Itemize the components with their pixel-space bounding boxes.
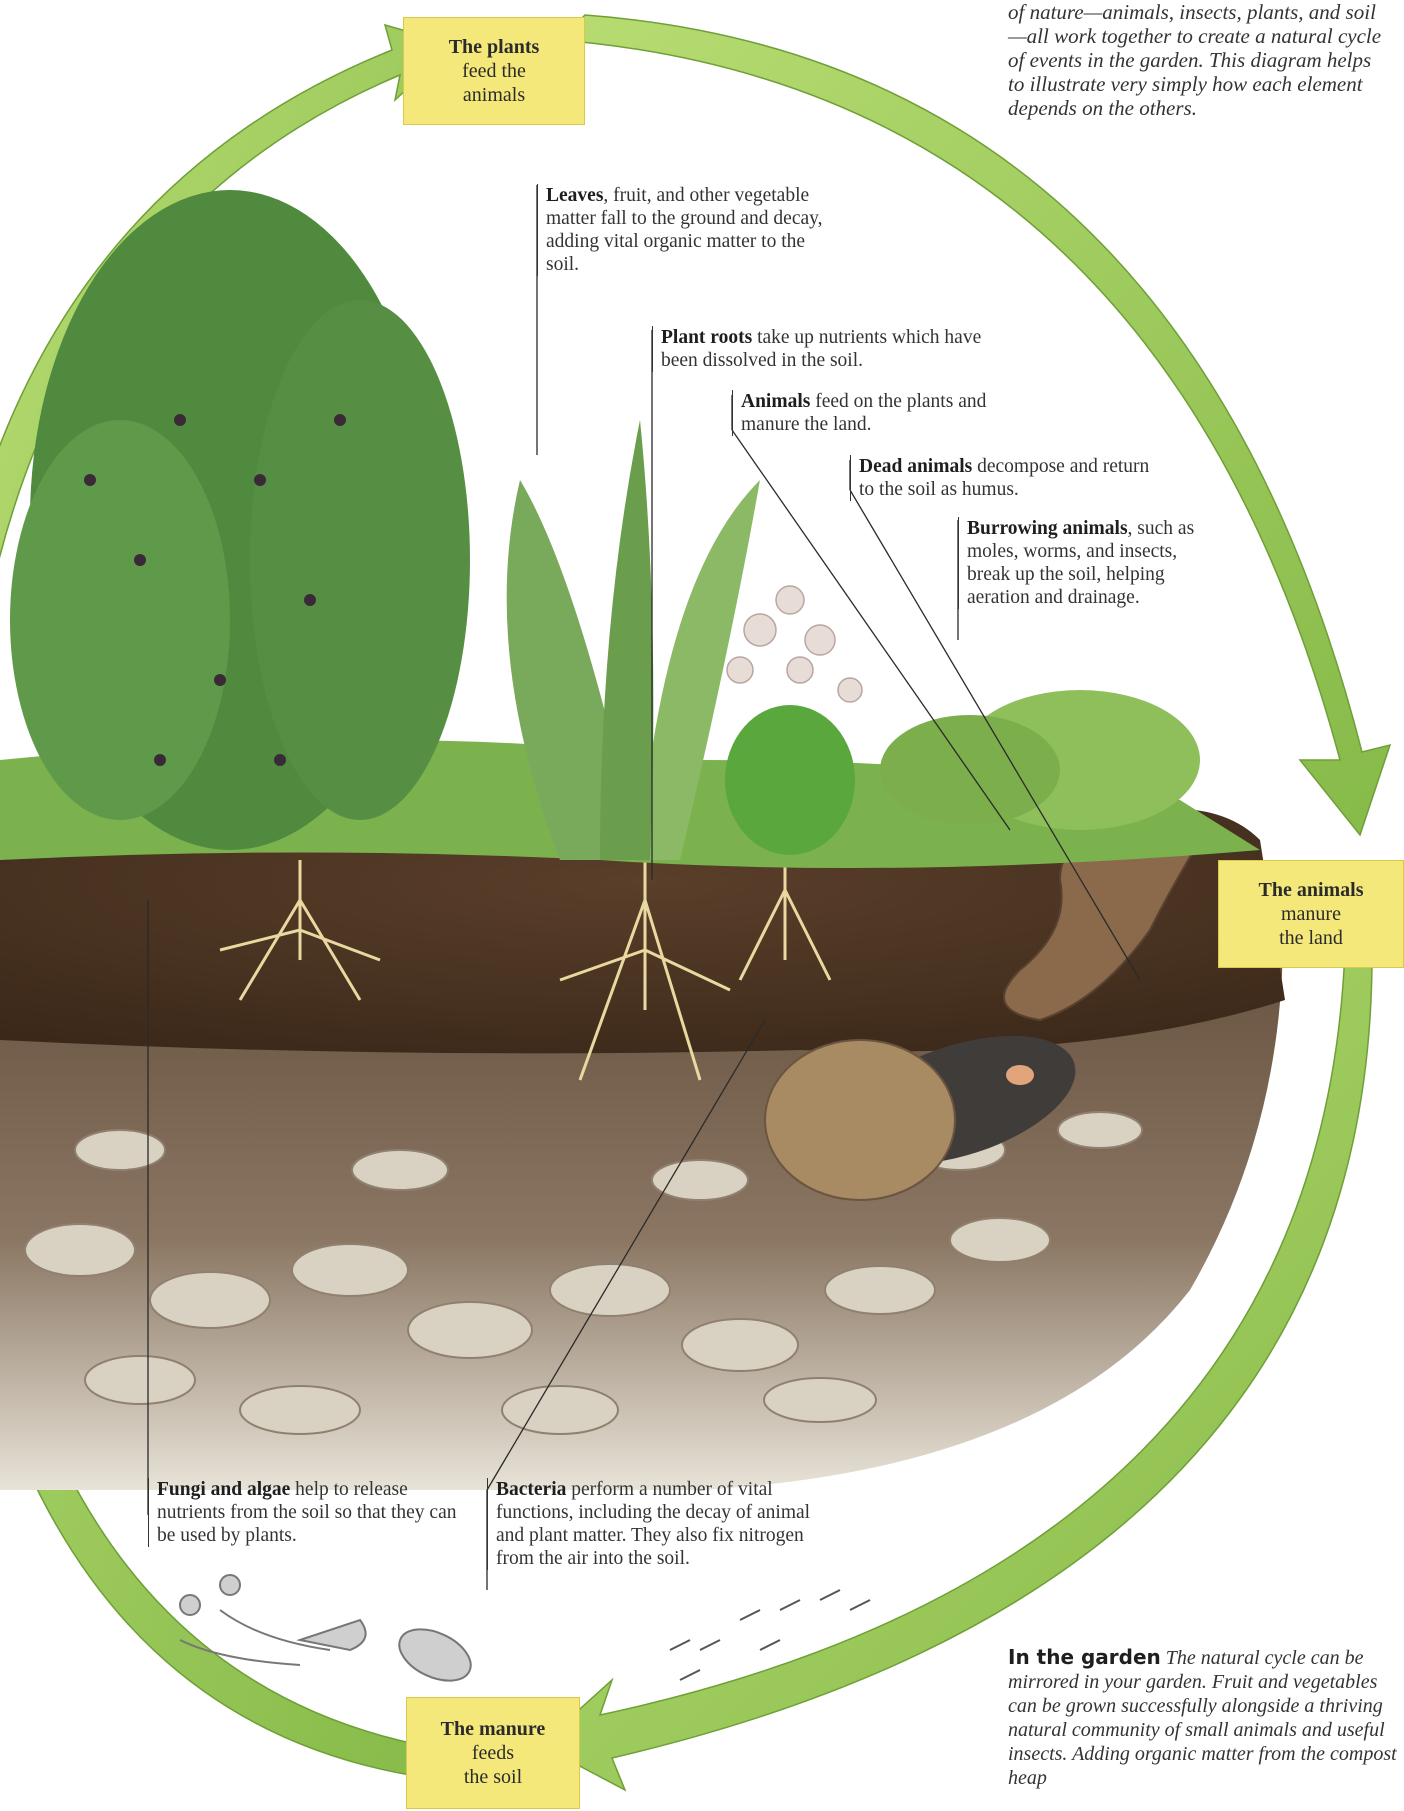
- annotation-animals: Animals feed on the plants and manure th…: [732, 390, 1022, 436]
- annotation-burrowing-lead: Burrowing animals: [967, 518, 1128, 539]
- cycle-box-animals-line2: the land: [1219, 926, 1403, 950]
- annotation-bacteria-lead: Bacteria: [496, 1479, 566, 1500]
- annotation-roots-lead: Plant roots: [661, 327, 752, 348]
- annotation-leaves-lead: Leaves: [546, 185, 603, 206]
- cycle-box-manure-line2: the soil: [407, 1765, 579, 1789]
- annotation-dead-animals: Dead animals decompose and return to the…: [850, 455, 1160, 501]
- clover-flowers: [727, 586, 862, 702]
- annotation-animals-lead: Animals: [741, 391, 810, 412]
- annotation-fungi-algae: Fungi and algae help to release nutrient…: [148, 1478, 468, 1547]
- cycle-box-manure-line1: feeds: [407, 1741, 579, 1765]
- cycle-box-animals-line1: manure: [1219, 902, 1403, 926]
- annotation-bacteria: Bacteria perform a number of vital funct…: [487, 1478, 827, 1570]
- cycle-box-manure-title: The manure: [407, 1717, 579, 1741]
- cycle-box-animals: The animals manure the land: [1218, 860, 1404, 968]
- cycle-box-plants-line1: feed the: [404, 59, 584, 83]
- cycle-box-manure: The manure feeds the soil: [406, 1697, 580, 1809]
- cycle-box-animals-title: The animals: [1219, 878, 1403, 902]
- cycle-box-plants-title: The plants: [404, 35, 584, 59]
- in-the-garden-text: In the garden The natural cycle can be m…: [1008, 1645, 1398, 1790]
- cycle-box-plants-line2: animals: [404, 83, 584, 107]
- annotation-dead-lead: Dead animals: [859, 456, 972, 477]
- annotation-plant-roots: Plant roots take up nutrients which have…: [652, 326, 1022, 372]
- lettuce-plant: [725, 705, 855, 855]
- annotation-fungi-lead: Fungi and algae: [157, 1479, 290, 1500]
- in-the-garden-title: In the garden: [1008, 1645, 1161, 1669]
- intro-text: of nature—animals, insects, plants, and …: [1008, 0, 1388, 120]
- annotation-leaves: Leaves, fruit, and other vegetable matte…: [537, 184, 837, 276]
- mole-snout: [1006, 1065, 1034, 1085]
- annotation-burrowing-animals: Burrowing animals, such as moles, worms,…: [958, 517, 1198, 609]
- cycle-box-plants: The plants feed the animals: [403, 17, 585, 125]
- mole-nest: [765, 1040, 955, 1200]
